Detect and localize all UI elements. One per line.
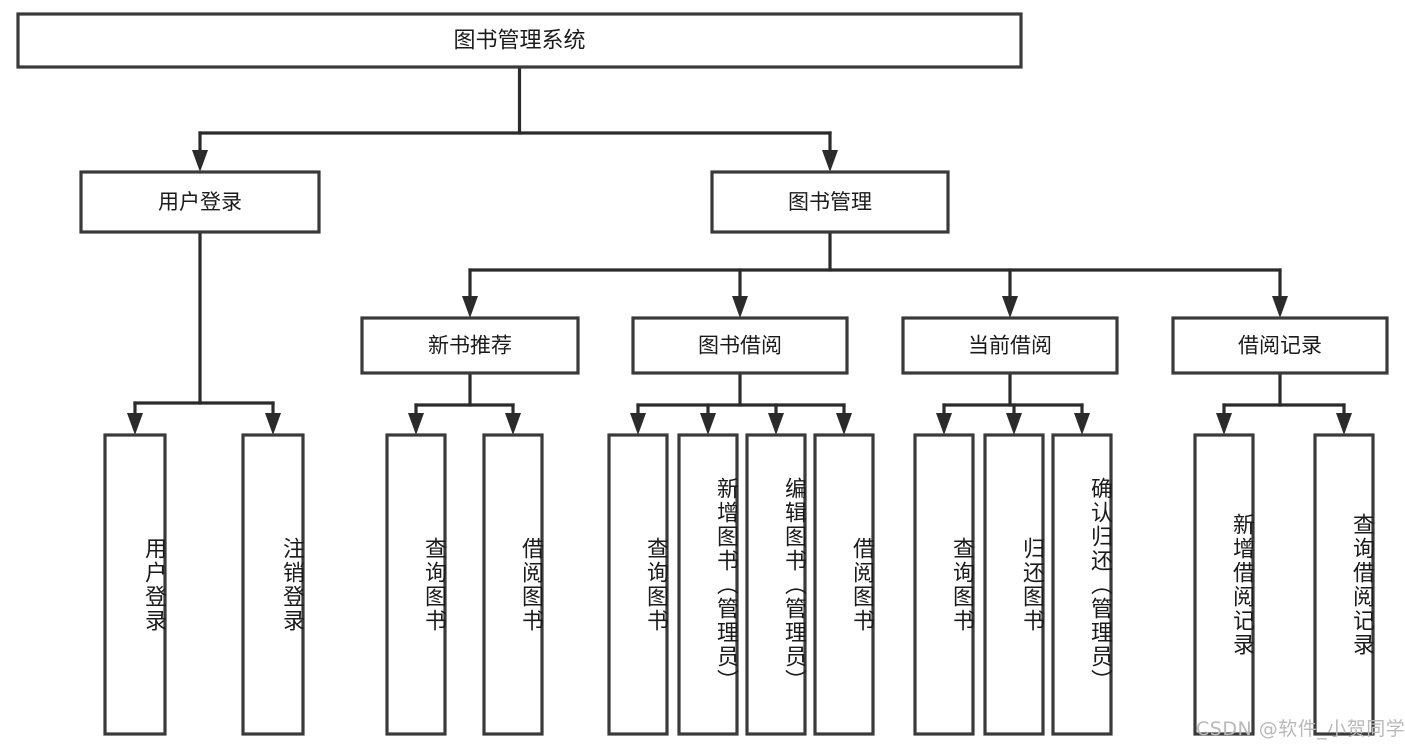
- node-box-book-manage[interactable]: [710, 170, 950, 234]
- arrow-head-icon: [630, 413, 646, 435]
- arrow-head-icon: [1336, 413, 1352, 435]
- arrow-head-icon: [1272, 296, 1288, 318]
- node-box-leaf-borrow-book-recommend[interactable]: [482, 433, 544, 736]
- node-box-leaf-confirm-return[interactable]: [1051, 433, 1113, 736]
- csdn-watermark: CSDN @软件_小贺同学: [1196, 718, 1405, 740]
- node-label-user-login: 用户登录: [158, 190, 242, 214]
- arrow-head-icon: [1006, 413, 1022, 435]
- node-box-new-book-recommend[interactable]: [360, 316, 580, 375]
- node-box-leaf-query-book-borrow[interactable]: [607, 433, 669, 736]
- connector-lines: [127, 65, 1352, 435]
- arrow-head-icon: [505, 413, 521, 435]
- node-label-book-borrow: 图书借阅: [698, 334, 782, 358]
- node-box-leaf-query-borrow-record[interactable]: [1313, 433, 1375, 736]
- arrow-head-icon: [836, 413, 852, 435]
- node-label-root: 图书管理系统: [453, 29, 585, 54]
- arrow-head-icon: [700, 413, 716, 435]
- node-boxes: [16, 12, 1389, 736]
- arrow-head-icon: [936, 413, 952, 435]
- arrow-head-icon: [1074, 413, 1090, 435]
- node-box-leaf-borrow-book[interactable]: [813, 433, 875, 736]
- node-box-current-borrow[interactable]: [901, 316, 1119, 375]
- arrow-head-icon: [1216, 413, 1232, 435]
- arrow-head-icon: [462, 296, 478, 318]
- node-label-borrow-record: 借阅记录: [1238, 334, 1322, 358]
- node-label-book-manage: 图书管理: [788, 190, 872, 214]
- arrow-head-icon: [768, 413, 784, 435]
- node-box-leaf-return-book[interactable]: [983, 433, 1045, 736]
- node-box-user-login[interactable]: [79, 170, 321, 234]
- node-box-leaf-add-borrow-record[interactable]: [1193, 433, 1255, 736]
- arrow-head-icon: [192, 150, 208, 172]
- arrow-head-icon: [732, 296, 748, 318]
- node-box-leaf-edit-book[interactable]: [745, 433, 807, 736]
- node-box-leaf-logout[interactable]: [241, 433, 305, 736]
- arrow-head-icon: [265, 413, 281, 435]
- node-box-root[interactable]: [16, 12, 1023, 69]
- node-box-borrow-record[interactable]: [1171, 316, 1389, 375]
- node-box-leaf-query-book-recommend[interactable]: [385, 433, 447, 736]
- arrow-head-icon: [127, 413, 143, 435]
- node-label-current-borrow: 当前借阅: [968, 334, 1052, 358]
- arrow-head-icon: [1002, 296, 1018, 318]
- node-box-book-borrow[interactable]: [631, 316, 849, 375]
- node-box-leaf-query-book-current[interactable]: [913, 433, 975, 736]
- node-label-new-book-recommend: 新书推荐: [428, 334, 512, 358]
- node-box-leaf-add-book[interactable]: [677, 433, 739, 736]
- arrow-head-icon: [822, 150, 838, 172]
- node-box-leaf-user-login[interactable]: [103, 433, 167, 736]
- arrow-head-icon: [408, 413, 424, 435]
